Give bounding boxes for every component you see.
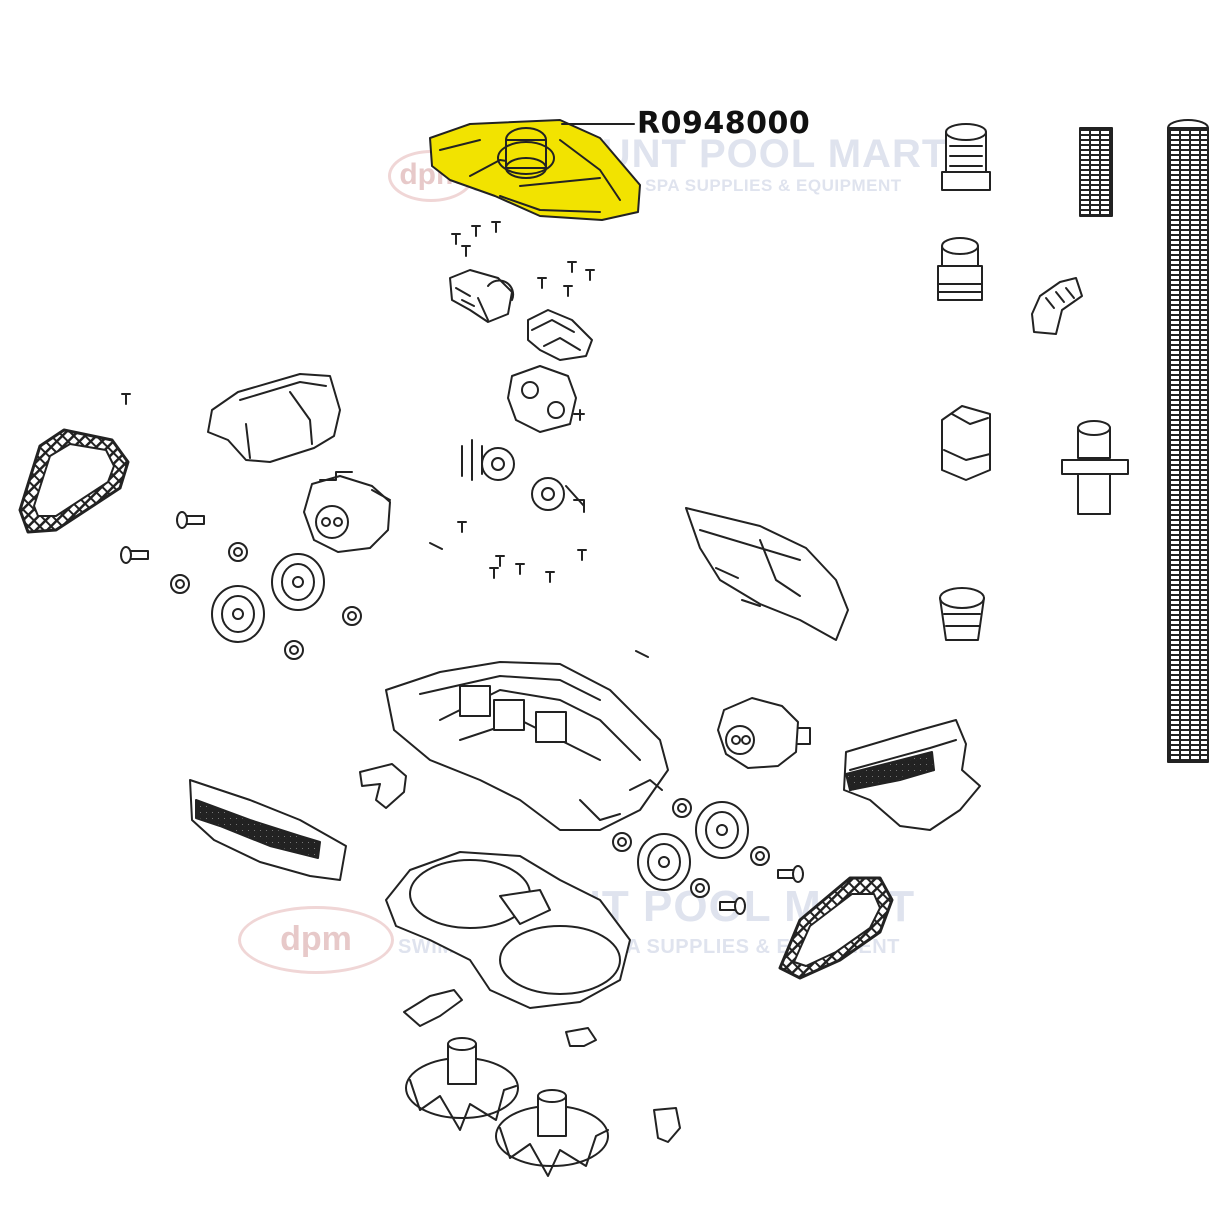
chassis bbox=[386, 662, 668, 830]
gear-box bbox=[508, 366, 584, 432]
side-cover-right bbox=[686, 508, 848, 640]
axle-pin-1 bbox=[177, 512, 204, 528]
rotor-right bbox=[496, 1090, 608, 1176]
top-cover-port-ring bbox=[498, 142, 554, 174]
hose-weight bbox=[942, 406, 990, 480]
gear-shaft-right bbox=[532, 478, 584, 512]
elbow-fitting bbox=[1032, 278, 1082, 334]
part-number-callout: R0948000 bbox=[637, 106, 811, 141]
axle-pins-right bbox=[720, 866, 803, 914]
axle-pin-2 bbox=[121, 547, 148, 563]
wheel-right-rear bbox=[696, 802, 748, 858]
top-cover-body bbox=[430, 120, 640, 220]
small-clip bbox=[566, 1028, 596, 1046]
front-grille bbox=[190, 780, 346, 880]
top-cover-port-base bbox=[506, 158, 546, 178]
track-right bbox=[780, 878, 892, 978]
bushings-right bbox=[613, 799, 769, 897]
wheel-left-rear bbox=[272, 554, 324, 610]
hose-segment-short bbox=[1080, 128, 1112, 216]
side-cover-left bbox=[208, 374, 340, 462]
brush-bracket bbox=[404, 990, 462, 1026]
track-left bbox=[20, 430, 128, 532]
hose-long bbox=[1168, 120, 1208, 762]
wheel-left-front bbox=[212, 586, 264, 642]
top-cover-highlighted[interactable] bbox=[430, 120, 640, 220]
gear-shaft-left bbox=[462, 440, 514, 480]
drive-motor-right bbox=[718, 698, 810, 768]
small-clip-2 bbox=[654, 1108, 680, 1142]
rear-bumper-right bbox=[844, 720, 980, 830]
top-cover-detail bbox=[440, 140, 620, 212]
bearing-housing-right bbox=[528, 310, 592, 360]
rotor-left bbox=[406, 1038, 518, 1130]
swivel-fitting bbox=[1062, 421, 1128, 514]
screws bbox=[122, 222, 648, 657]
bearing-housing-left bbox=[450, 270, 513, 322]
drive-motor-left bbox=[304, 472, 390, 552]
clip-bracket bbox=[360, 764, 406, 808]
hose-connector-2 bbox=[938, 238, 982, 300]
bushings-left bbox=[171, 543, 361, 659]
bottom-plate bbox=[386, 852, 630, 1008]
wheel-right-front bbox=[638, 834, 690, 890]
leaf-canister-plug bbox=[940, 588, 984, 640]
hose-connector-1 bbox=[942, 124, 990, 190]
